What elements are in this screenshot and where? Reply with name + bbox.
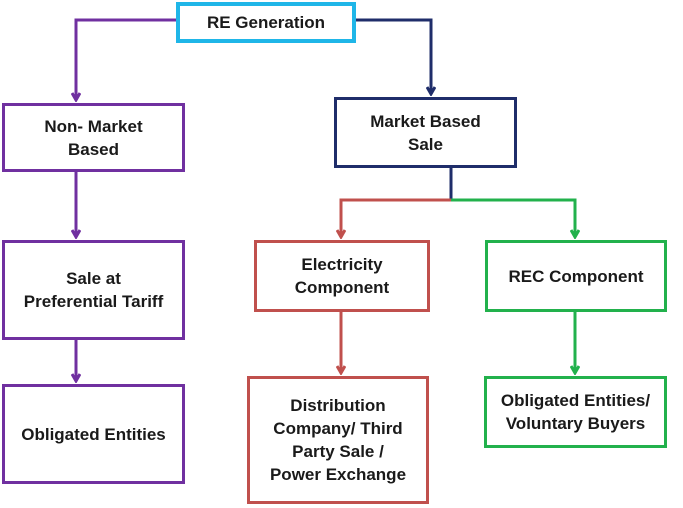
node-distribution-company: Distribution Company/ Third Party Sale /… xyxy=(247,376,429,504)
node-rec-component-label: REC Component xyxy=(508,266,644,286)
node-obligated-voluntary-buyers-label: Obligated Entities/ Voluntary Buyers xyxy=(500,391,651,433)
node-non-market-based-label: Non- Market Based xyxy=(44,116,143,159)
node-market-based-sale-label: Market Based Sale xyxy=(370,111,481,154)
node-market-based-sale: Market Based Sale xyxy=(334,97,517,168)
node-electricity-component: Electricity Component xyxy=(254,240,430,312)
node-non-market-based: Non- Market Based xyxy=(2,103,185,172)
connector-market-to-electricity xyxy=(341,198,451,237)
node-obligated-entities: Obligated Entities xyxy=(2,384,185,484)
node-distribution-company-label: Distribution Company/ Third Party Sale /… xyxy=(269,396,407,484)
node-re-generation: RE Generation xyxy=(176,2,356,43)
node-sale-at-preferential-tariff: Sale at Preferential Tariff xyxy=(2,240,185,340)
node-electricity-component-label: Electricity Component xyxy=(294,255,390,297)
node-obligated-entities-label: Obligated Entities xyxy=(21,424,166,444)
node-re-generation-label: RE Generation xyxy=(206,13,326,32)
connector-market-to-rec xyxy=(451,198,575,237)
connector-root-to-non-market xyxy=(76,18,176,100)
node-obligated-voluntary-buyers: Obligated Entities/ Voluntary Buyers xyxy=(484,376,667,448)
node-sale-at-preferential-tariff-label: Sale at Preferential Tariff xyxy=(23,269,164,311)
connector-root-to-market xyxy=(356,18,431,94)
node-rec-component: REC Component xyxy=(485,240,667,312)
